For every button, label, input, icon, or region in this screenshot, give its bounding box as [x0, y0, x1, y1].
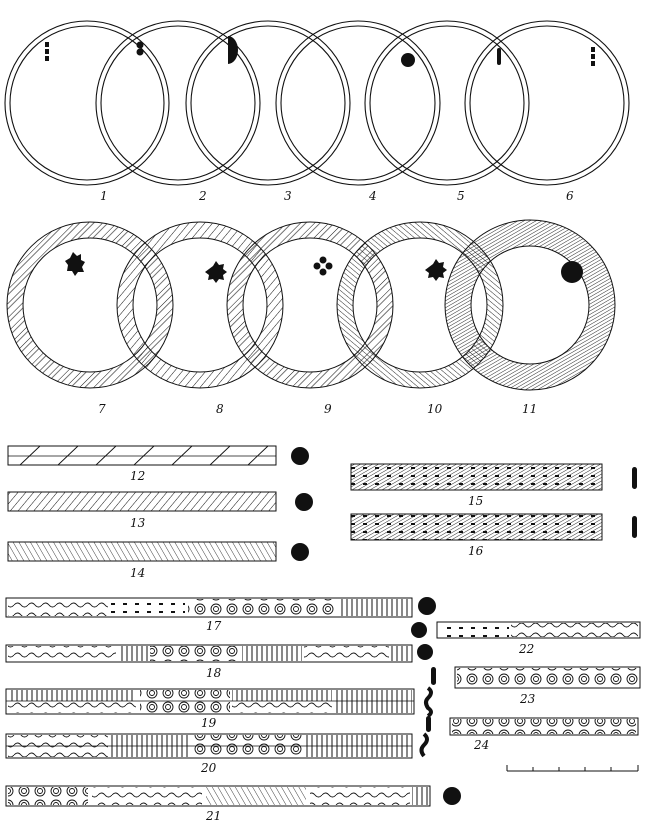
label-9: 9	[324, 402, 332, 416]
ring-8-section	[205, 261, 227, 283]
label-14: 14	[130, 566, 145, 580]
ring-9	[226, 221, 394, 389]
bar-21	[5, 785, 461, 807]
ring-4	[275, 20, 441, 186]
bar-20-section	[419, 732, 429, 758]
ring-10	[336, 221, 504, 389]
bar-20	[5, 732, 429, 759]
rod-16	[350, 513, 637, 541]
ring-2-section	[136, 41, 144, 56]
label-7: 7	[98, 402, 106, 416]
label-2: 2	[198, 189, 207, 203]
ring-3-section	[228, 36, 238, 64]
label-11: 11	[522, 402, 537, 416]
bar-19-section	[424, 686, 433, 718]
label-17: 17	[206, 619, 222, 633]
ring-8	[116, 221, 284, 389]
label-12: 12	[130, 469, 145, 483]
rod-15	[350, 463, 637, 491]
label-15: 15	[468, 494, 483, 508]
ring-11	[444, 219, 616, 391]
ring-1-section	[45, 42, 49, 61]
label-1: 1	[100, 189, 108, 203]
rod-16-section	[632, 516, 637, 538]
label-5: 5	[457, 189, 465, 203]
label-21: 21	[205, 809, 221, 823]
label-18: 18	[206, 666, 222, 680]
ring-6	[464, 20, 630, 186]
label-19: 19	[201, 716, 217, 730]
bar-17-section	[418, 597, 436, 615]
ring-10-section	[425, 259, 447, 281]
rod-14-section	[291, 543, 309, 561]
rod-13-section	[295, 493, 313, 511]
ring-6-section-b	[591, 47, 595, 66]
bar-18	[5, 644, 433, 663]
label-13: 13	[130, 516, 146, 530]
label-23: 23	[519, 692, 536, 706]
label-22: 22	[518, 642, 534, 656]
bar-18-section	[417, 644, 433, 660]
ring-1	[4, 20, 170, 186]
ring-7	[6, 221, 174, 389]
bar-23-section	[431, 667, 436, 685]
bar-24	[426, 716, 639, 736]
label-4: 4	[368, 189, 377, 203]
label-20: 20	[200, 761, 217, 775]
ring-3	[185, 20, 351, 186]
ring-5	[364, 20, 530, 186]
bar-21-section	[443, 787, 461, 805]
ring-2	[95, 20, 261, 186]
rod-15-section	[632, 467, 637, 489]
label-10: 10	[427, 402, 443, 416]
label-24: 24	[473, 738, 489, 752]
ring-7-section	[65, 252, 85, 276]
label-8: 8	[216, 402, 224, 416]
row-rod-fragments: 12 13 14 15 16	[7, 445, 637, 580]
ring-11-section	[561, 261, 583, 283]
scale-bar	[506, 765, 639, 772]
bar-19	[5, 686, 433, 718]
rod-12-section	[291, 447, 309, 465]
bar-24-section	[426, 716, 431, 732]
bar-22	[411, 621, 641, 639]
bar-22-section	[411, 622, 427, 638]
label-6: 6	[566, 189, 574, 203]
row-twisted-rings: 7 8 9 10 11	[6, 219, 616, 416]
label-3: 3	[284, 189, 292, 203]
ring-9-section	[313, 256, 333, 276]
rod-14	[7, 541, 309, 562]
ring-6-section-a	[497, 48, 501, 65]
rod-13	[7, 491, 313, 512]
rod-12	[7, 445, 309, 466]
label-16: 16	[468, 544, 484, 558]
bar-23	[431, 666, 641, 689]
ring-5-section	[401, 53, 415, 67]
bar-17	[5, 597, 436, 618]
row-decorated-bars: 17 18 19 20 21 22 23 24	[5, 597, 641, 823]
row-plain-rings: 1 2 3 4 5 6	[4, 20, 630, 203]
